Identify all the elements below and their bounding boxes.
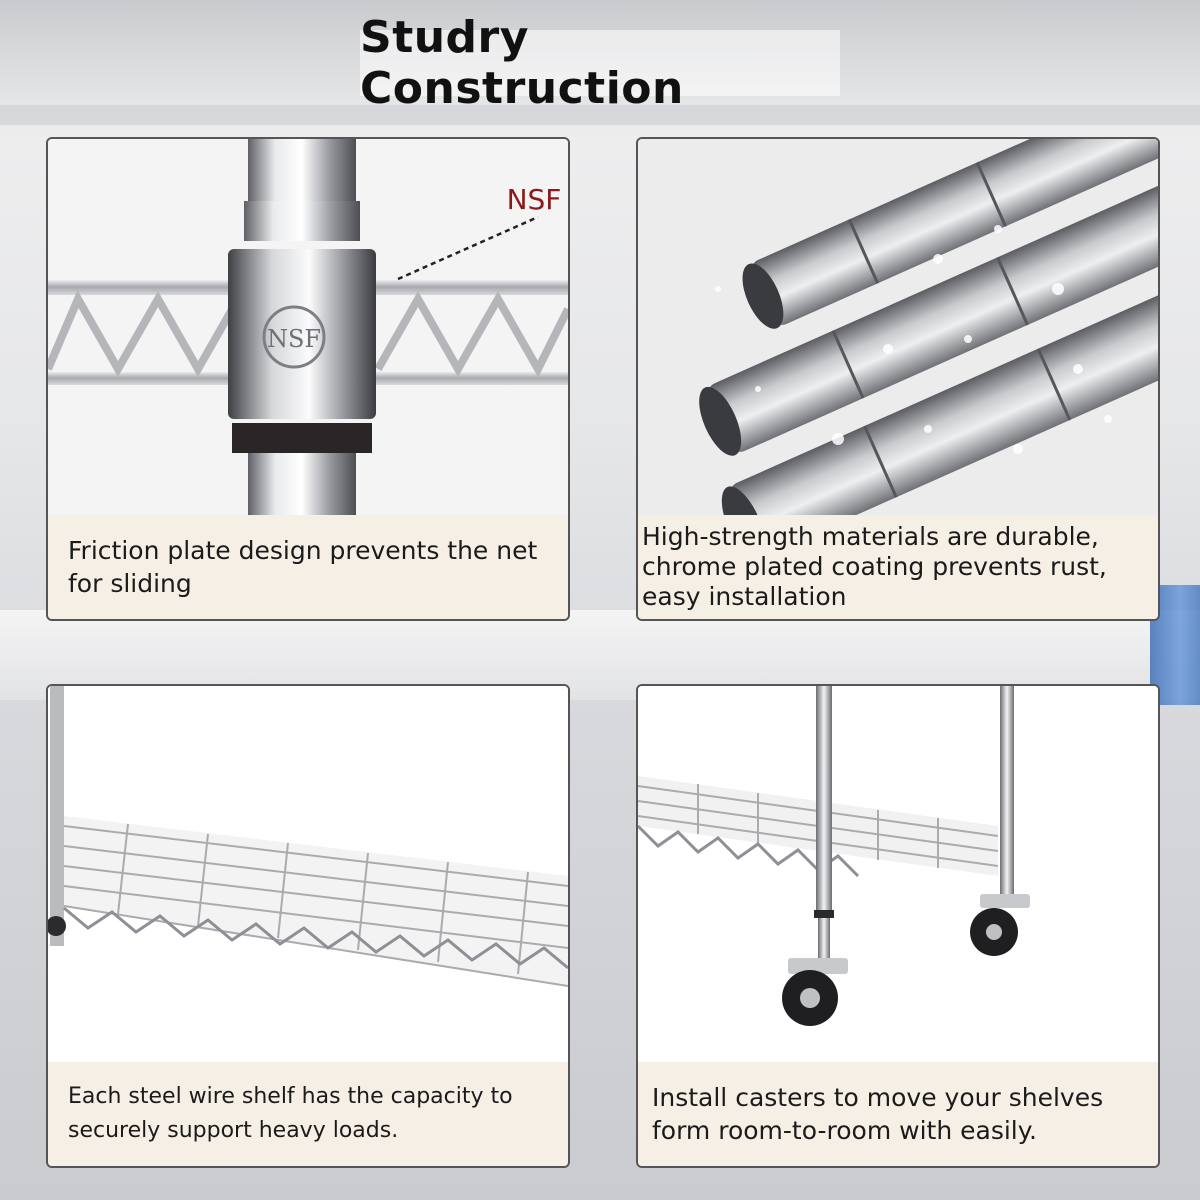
panel-friction-plate: NSF NSF Friction plate design prevents t… <box>46 137 570 621</box>
caption-casters: Install casters to move your shelves for… <box>652 1083 1104 1145</box>
nsf-emblem-text: NSF <box>267 325 321 353</box>
page-title: Studry Construction <box>360 12 684 114</box>
caption-box: High-strength materials are durable, chr… <box>638 515 1158 619</box>
friction-plate-image: NSF NSF <box>48 139 568 519</box>
caption-materials: High-strength materials are durable, chr… <box>642 522 1107 611</box>
caption-wire-shelf: Each steel wire shelf has the capacity t… <box>68 1084 513 1143</box>
caption-box: Each steel wire shelf has the capacity t… <box>48 1062 568 1166</box>
caption-friction-plate: Friction plate design prevents the net f… <box>68 536 538 598</box>
panel-materials: High-strength materials are durable, chr… <box>636 137 1160 621</box>
background-beam <box>0 105 1200 125</box>
wire-shelf-image <box>48 686 568 1066</box>
nsf-callout-label: NSF <box>507 183 562 216</box>
panel-casters: Install casters to move your shelves for… <box>636 684 1160 1168</box>
title-band: Studry Construction <box>360 12 840 114</box>
chrome-poles-image <box>638 139 1158 519</box>
caption-box: Friction plate design prevents the net f… <box>48 515 568 619</box>
casters-image <box>638 686 1158 1066</box>
caption-box: Install casters to move your shelves for… <box>638 1062 1158 1166</box>
panel-wire-shelf: Each steel wire shelf has the capacity t… <box>46 684 570 1168</box>
